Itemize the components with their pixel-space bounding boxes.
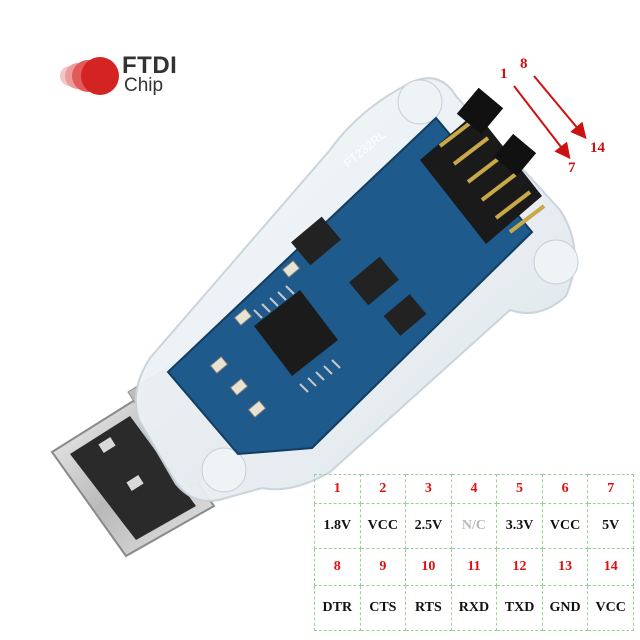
pin-signal: GND: [541, 585, 589, 631]
pin-number: 6: [541, 474, 589, 504]
pin-number: 7: [587, 474, 634, 504]
logo-brand-text: FTDI: [122, 52, 178, 79]
pin-number: 5: [496, 474, 543, 504]
pin-number: 14: [587, 548, 634, 586]
ftdi-logo: [60, 57, 119, 95]
pin-number: 3: [405, 474, 452, 504]
pin-signal: VCC: [587, 585, 634, 631]
ft232rl-chip: [253, 285, 341, 393]
pin-number: 2: [359, 474, 407, 504]
pin-number: 13: [541, 548, 589, 586]
pin-signal: 2.5V: [405, 503, 452, 549]
pin-signal-row-top: 1.8V VCC 2.5V N/C 3.3V VCC 5V: [314, 503, 634, 549]
pinout-table: 1 2 3 4 5 6 7 1.8V VCC 2.5V N/C 3.3V VCC…: [314, 474, 634, 631]
pin-signal: 3.3V: [496, 503, 543, 549]
pin-number: 1: [314, 474, 361, 504]
pin-header: [420, 87, 546, 244]
pcb-board: [166, 116, 534, 456]
pin-number: 10: [405, 548, 452, 586]
pin-signal: 1.8V: [314, 503, 361, 549]
pin-signal: 5V: [587, 503, 634, 549]
logo-sub-text: Chip: [124, 75, 164, 96]
pin-signal-row-bottom: DTR CTS RTS RXD TXD GND VCC: [314, 585, 634, 631]
pin-signal: TXD: [496, 585, 543, 631]
pin-label-8: 8: [520, 56, 528, 72]
pin-signal: VCC: [359, 503, 407, 549]
pin-number: 11: [450, 548, 498, 586]
pin-signal: CTS: [359, 585, 407, 631]
pin-number: 8: [314, 548, 361, 586]
pin-signal: RXD: [450, 585, 498, 631]
pin-number-row-top: 1 2 3 4 5 6 7: [314, 474, 634, 504]
pin-label-1: 1: [500, 66, 508, 82]
pin-signal: RTS: [405, 585, 452, 631]
pin-signal-nc: N/C: [450, 503, 498, 549]
pin-number: 9: [359, 548, 407, 586]
pin-label-14: 14: [590, 140, 605, 156]
pin-signal: VCC: [541, 503, 589, 549]
pin-number-row-bottom: 8 9 10 11 12 13 14: [314, 548, 634, 586]
pin-signal: DTR: [314, 585, 361, 631]
pin-label-7: 7: [568, 160, 576, 176]
pin-number: 12: [496, 548, 543, 586]
pin-number: 4: [450, 474, 498, 504]
